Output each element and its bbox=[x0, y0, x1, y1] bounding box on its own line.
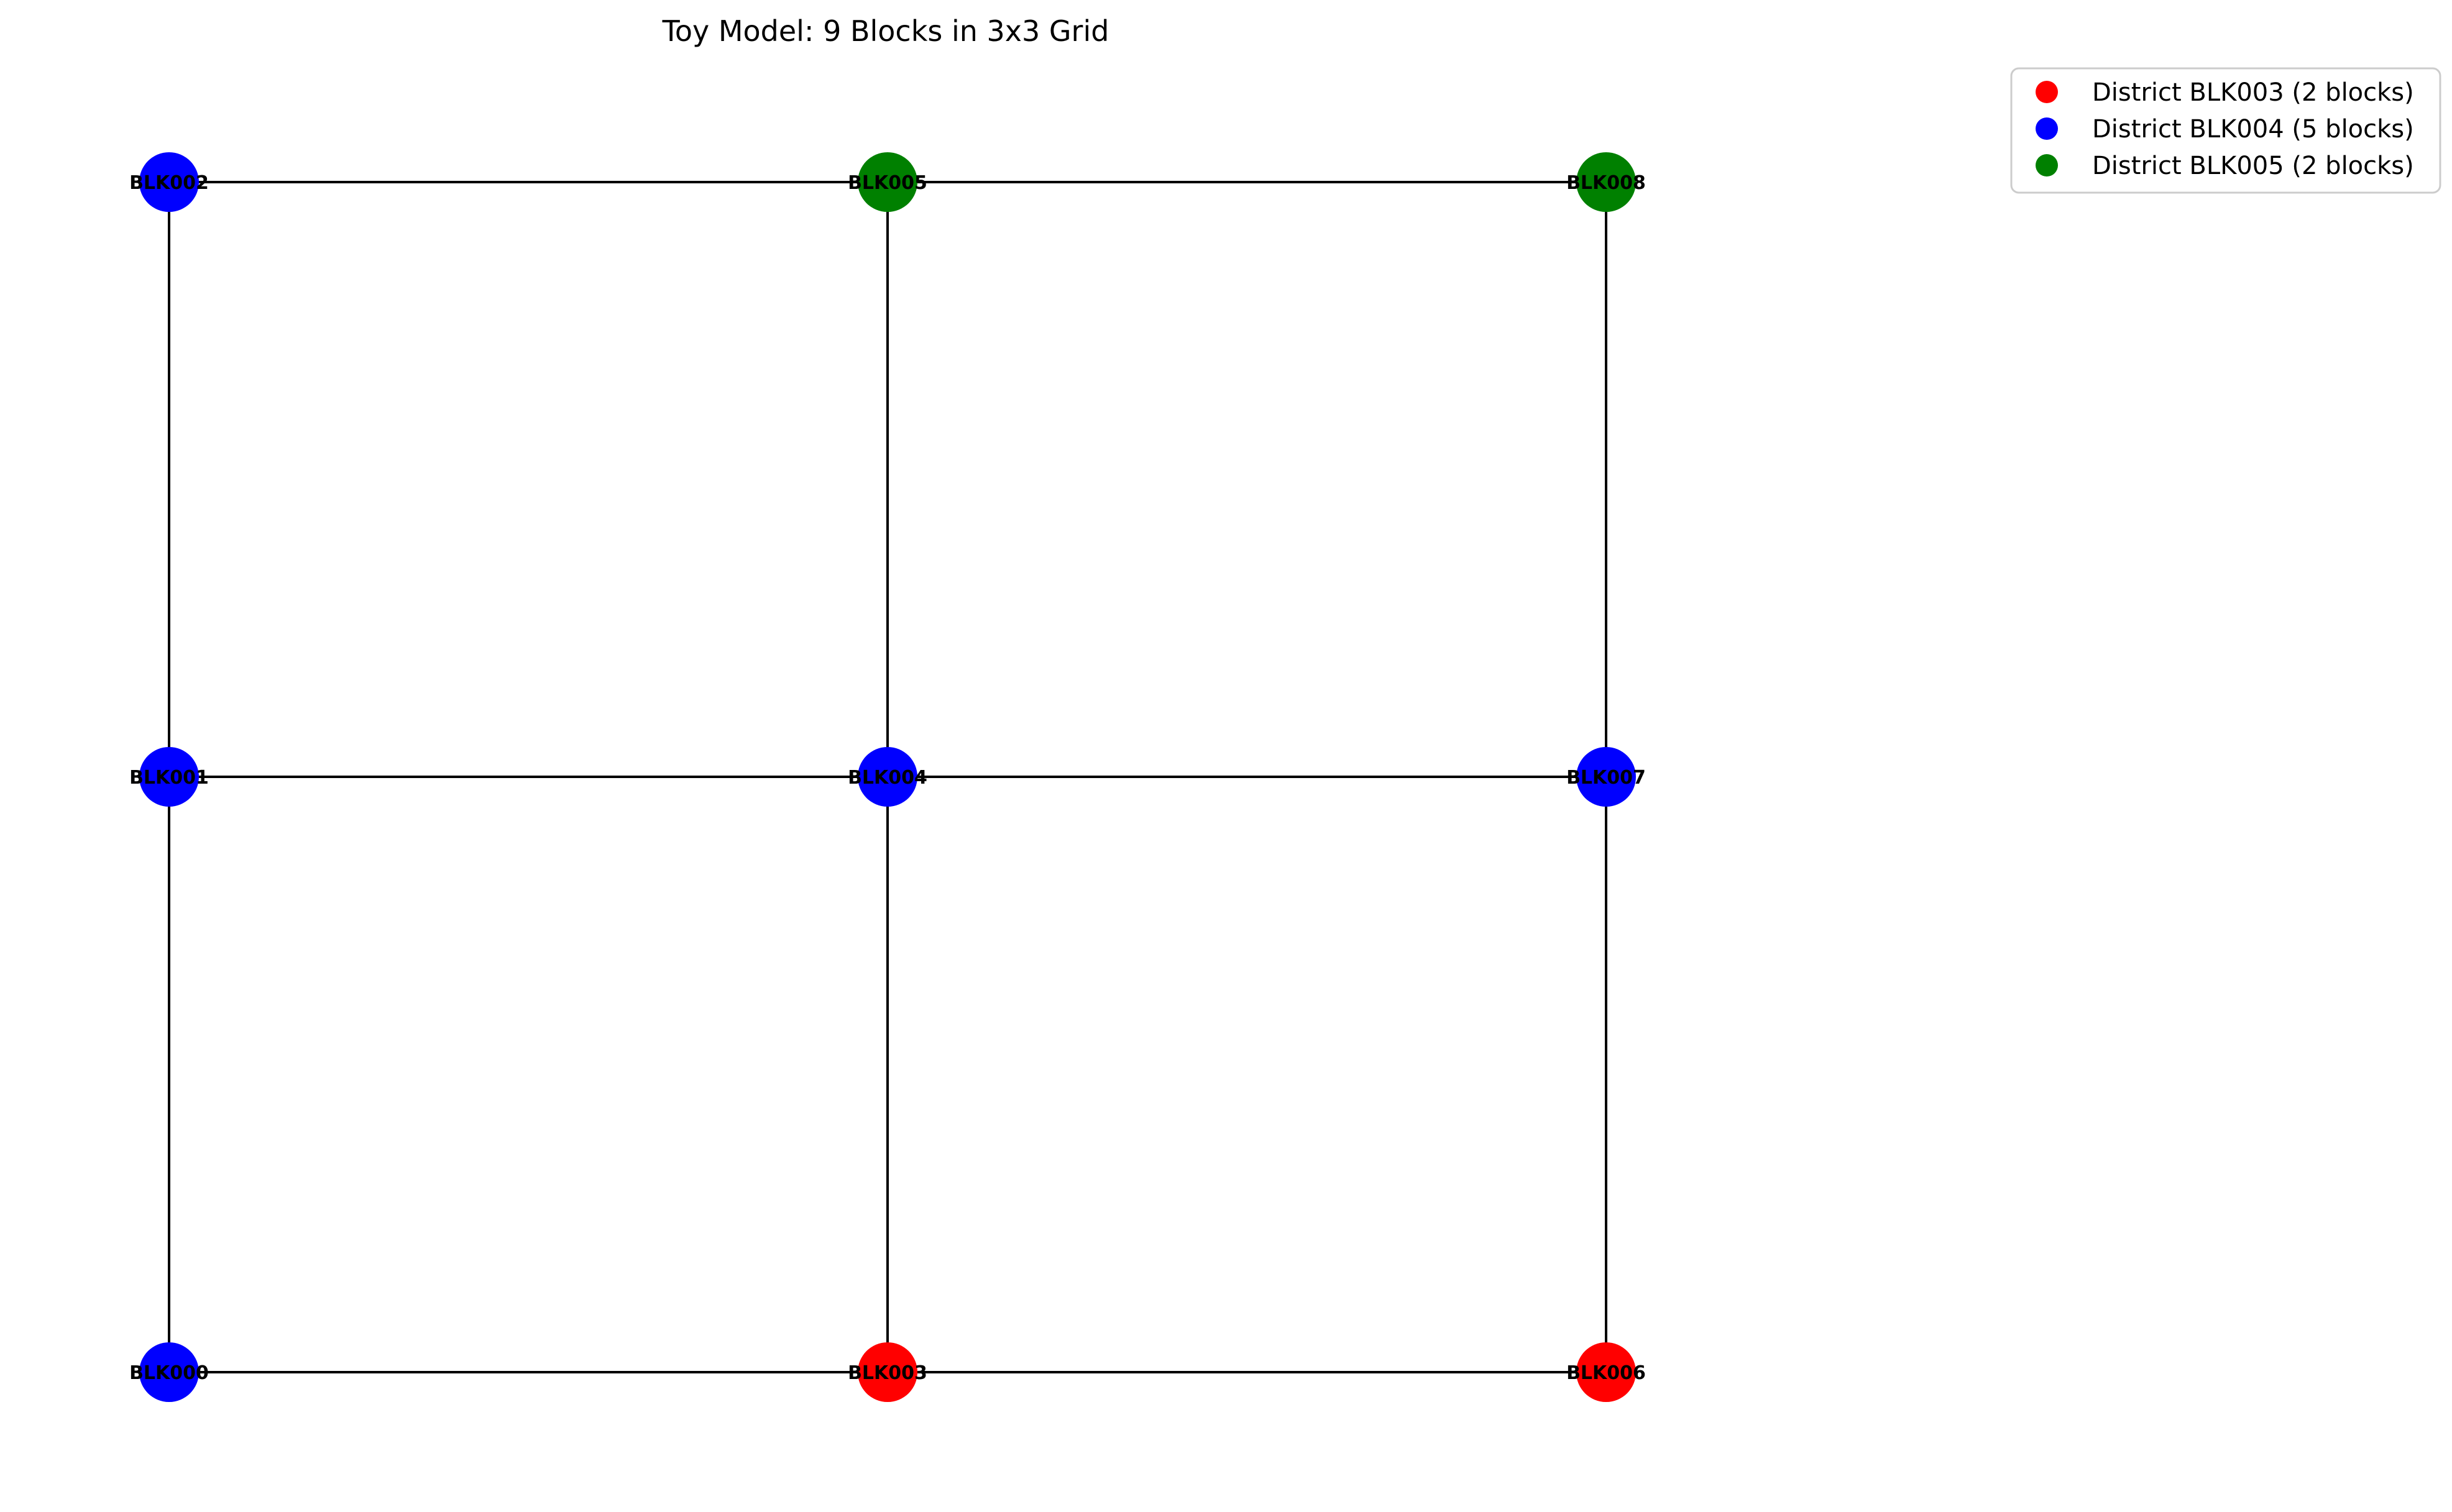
legend-marker-blk005 bbox=[2036, 154, 2058, 176]
node-blk007 bbox=[1576, 747, 1636, 807]
edges-layer bbox=[168, 181, 1607, 1373]
node-blk002 bbox=[139, 152, 199, 212]
legend-label-blk003: District BLK003 (2 blocks) bbox=[2092, 78, 2414, 107]
diagram-title: Toy Model: 9 Blocks in 3x3 Grid bbox=[662, 14, 1109, 48]
node-label-blk007: BLK007 bbox=[1566, 767, 1646, 789]
node-blk008 bbox=[1576, 152, 1636, 212]
legend-marker-blk004 bbox=[2036, 117, 2058, 140]
legend-marker-blk003 bbox=[2036, 81, 2058, 103]
node-blk006 bbox=[1576, 1342, 1636, 1402]
node-blk004 bbox=[858, 747, 917, 807]
legend-label-blk005: District BLK005 (2 blocks) bbox=[2092, 152, 2414, 180]
node-label-blk004: BLK004 bbox=[848, 767, 927, 789]
legend-label-blk004: District BLK004 (5 blocks) bbox=[2092, 115, 2414, 144]
node-blk003 bbox=[858, 1342, 917, 1402]
node-label-blk000: BLK000 bbox=[129, 1362, 209, 1384]
nodes-layer: BLK000BLK001BLK002BLK003BLK004BLK005BLK0… bbox=[129, 152, 1646, 1402]
node-label-blk001: BLK001 bbox=[129, 767, 209, 789]
node-label-blk008: BLK008 bbox=[1566, 172, 1646, 194]
legend: District BLK003 (2 blocks) District BLK00… bbox=[2010, 67, 2441, 194]
node-label-blk002: BLK002 bbox=[129, 172, 209, 194]
node-blk000 bbox=[139, 1342, 199, 1402]
node-blk001 bbox=[139, 747, 199, 807]
node-blk005 bbox=[858, 152, 917, 212]
node-label-blk005: BLK005 bbox=[848, 172, 927, 194]
legend-frame bbox=[2010, 67, 2441, 194]
node-label-blk003: BLK003 bbox=[848, 1362, 927, 1384]
node-label-blk006: BLK006 bbox=[1566, 1362, 1646, 1384]
